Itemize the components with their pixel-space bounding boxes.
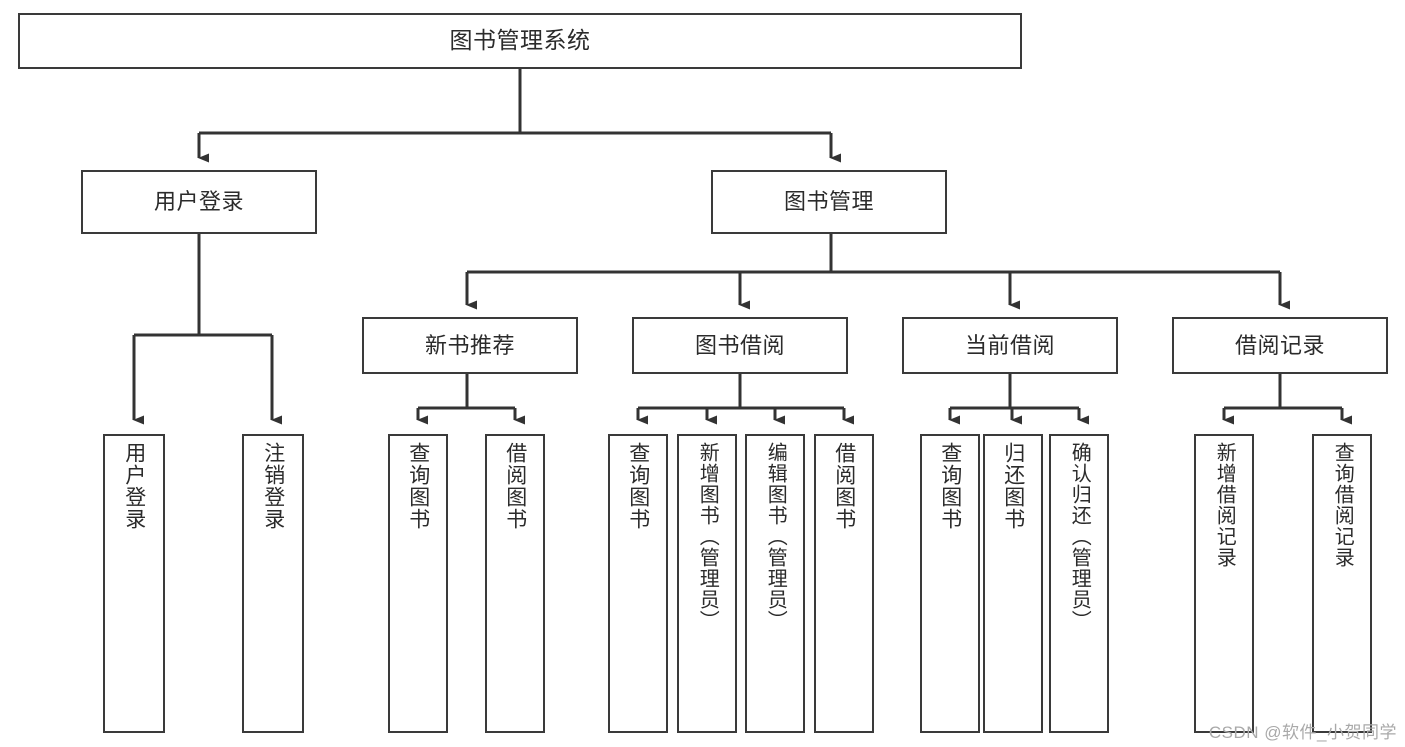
node-label: 新增图书（管理员）	[696, 442, 719, 631]
node-label: 查询图书	[406, 442, 430, 530]
leaf-return-book[interactable]: 归还图书	[983, 434, 1043, 733]
leaf-query-book-current[interactable]: 查询图书	[920, 434, 980, 733]
node-new-book-recommend[interactable]: 新书推荐	[362, 317, 578, 374]
node-label: 查询借阅记录	[1331, 442, 1354, 568]
leaf-user-login[interactable]: 用户登录	[103, 434, 165, 733]
node-label: 当前借阅	[964, 332, 1055, 358]
node-label: 归还图书	[1001, 442, 1025, 530]
node-label: 新书推荐	[424, 332, 515, 358]
node-user-login[interactable]: 用户登录	[81, 170, 317, 234]
node-label: 图书借阅	[694, 332, 785, 358]
node-label: 图书管理系统	[449, 27, 591, 54]
node-book-borrow[interactable]: 图书借阅	[632, 317, 848, 374]
node-borrow-record[interactable]: 借阅记录	[1172, 317, 1388, 374]
leaf-edit-book[interactable]: 编辑图书（管理员）	[745, 434, 805, 733]
node-label: 注销登录	[261, 442, 285, 530]
leaf-borrow-book-recommend[interactable]: 借阅图书	[485, 434, 545, 733]
node-book-manage[interactable]: 图书管理	[711, 170, 947, 234]
node-label: 新增借阅记录	[1213, 442, 1236, 568]
node-root-book-management-system[interactable]: 图书管理系统	[18, 13, 1022, 69]
leaf-add-borrow-record[interactable]: 新增借阅记录	[1194, 434, 1254, 733]
node-label: 图书管理	[783, 189, 874, 215]
leaf-add-book[interactable]: 新增图书（管理员）	[677, 434, 737, 733]
leaf-query-book-recommend[interactable]: 查询图书	[388, 434, 448, 733]
node-label: 借阅记录	[1234, 332, 1325, 358]
leaf-logout-login[interactable]: 注销登录	[242, 434, 304, 733]
leaf-query-borrow-record[interactable]: 查询借阅记录	[1312, 434, 1372, 733]
node-current-borrow[interactable]: 当前借阅	[902, 317, 1118, 374]
leaf-borrow-book[interactable]: 借阅图书	[814, 434, 874, 733]
node-label: 编辑图书（管理员）	[764, 442, 787, 631]
csdn-watermark: CSDN @软件_小贺同学	[1208, 723, 1397, 742]
leaf-query-book-borrow[interactable]: 查询图书	[608, 434, 668, 733]
leaf-confirm-return[interactable]: 确认归还（管理员）	[1049, 434, 1109, 733]
node-label: 确认归还（管理员）	[1068, 442, 1091, 631]
node-label: 借阅图书	[832, 442, 856, 530]
node-label: 用户登录	[153, 189, 244, 215]
node-label: 查询图书	[626, 442, 650, 530]
node-label: 查询图书	[938, 442, 962, 530]
node-label: 借阅图书	[503, 442, 527, 530]
node-label: 用户登录	[122, 442, 146, 530]
